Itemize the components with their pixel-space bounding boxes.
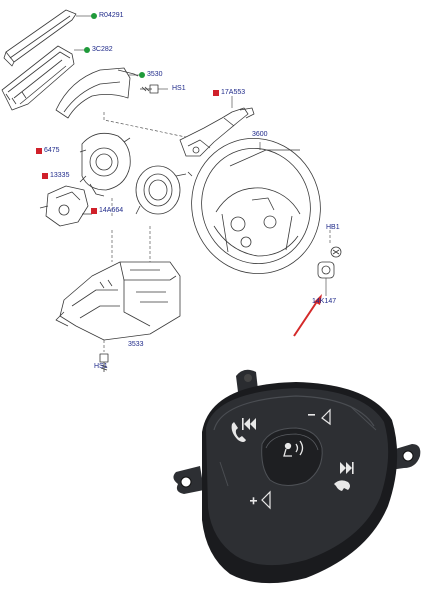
steering-control-module-photo bbox=[173, 369, 421, 584]
skip-forward-icon bbox=[340, 462, 354, 474]
ignition-switch-part bbox=[39, 185, 92, 227]
lower-shroud-part bbox=[55, 261, 181, 341]
skip-back-icon bbox=[242, 418, 256, 430]
marker-3530 bbox=[139, 72, 145, 78]
label-3c282: 3C282 bbox=[92, 46, 113, 53]
phone-icon bbox=[231, 422, 246, 442]
label-hs1-bottom: HS1 bbox=[94, 363, 108, 370]
screw-hs1-bottom bbox=[99, 353, 109, 372]
marker-r04291 bbox=[91, 13, 97, 19]
clock-spring-ring-part bbox=[135, 165, 193, 215]
volume-down-icon bbox=[308, 408, 331, 426]
wiper-stalk-switch-part bbox=[179, 96, 255, 157]
label-3600: 3600 bbox=[252, 131, 268, 138]
callout-arrow bbox=[293, 294, 322, 337]
control-switch-diagram-part bbox=[317, 261, 335, 296]
label-r04291: R04291 bbox=[99, 12, 124, 19]
marker-13335 bbox=[42, 173, 48, 179]
label-6475: 6475 bbox=[44, 147, 60, 154]
label-13335: 13335 bbox=[50, 172, 70, 179]
marker-17a553 bbox=[213, 90, 219, 96]
marker-6475 bbox=[36, 148, 42, 154]
steering-wheel-part bbox=[191, 137, 321, 275]
label-3533: 3533 bbox=[128, 341, 144, 348]
label-hb1: HB1 bbox=[326, 224, 340, 231]
label-17a553: 17A553 bbox=[221, 89, 246, 96]
screw-hs1-top bbox=[140, 84, 168, 94]
column-cover-part bbox=[55, 67, 140, 119]
trim-strip-part bbox=[3, 9, 92, 67]
hang-up-icon bbox=[334, 480, 350, 491]
label-14a664: 14A664 bbox=[99, 207, 124, 214]
clock-spring-housing-part bbox=[79, 132, 131, 197]
bolt-hb1 bbox=[330, 246, 342, 258]
marker-3c282 bbox=[84, 47, 90, 53]
label-14k147: 14K147 bbox=[312, 298, 337, 305]
volume-up-icon bbox=[250, 490, 271, 510]
marker-14a664 bbox=[91, 208, 97, 214]
label-hs1-top: HS1 bbox=[172, 85, 186, 92]
label-3530: 3530 bbox=[147, 71, 163, 78]
voice-icon bbox=[283, 440, 304, 457]
